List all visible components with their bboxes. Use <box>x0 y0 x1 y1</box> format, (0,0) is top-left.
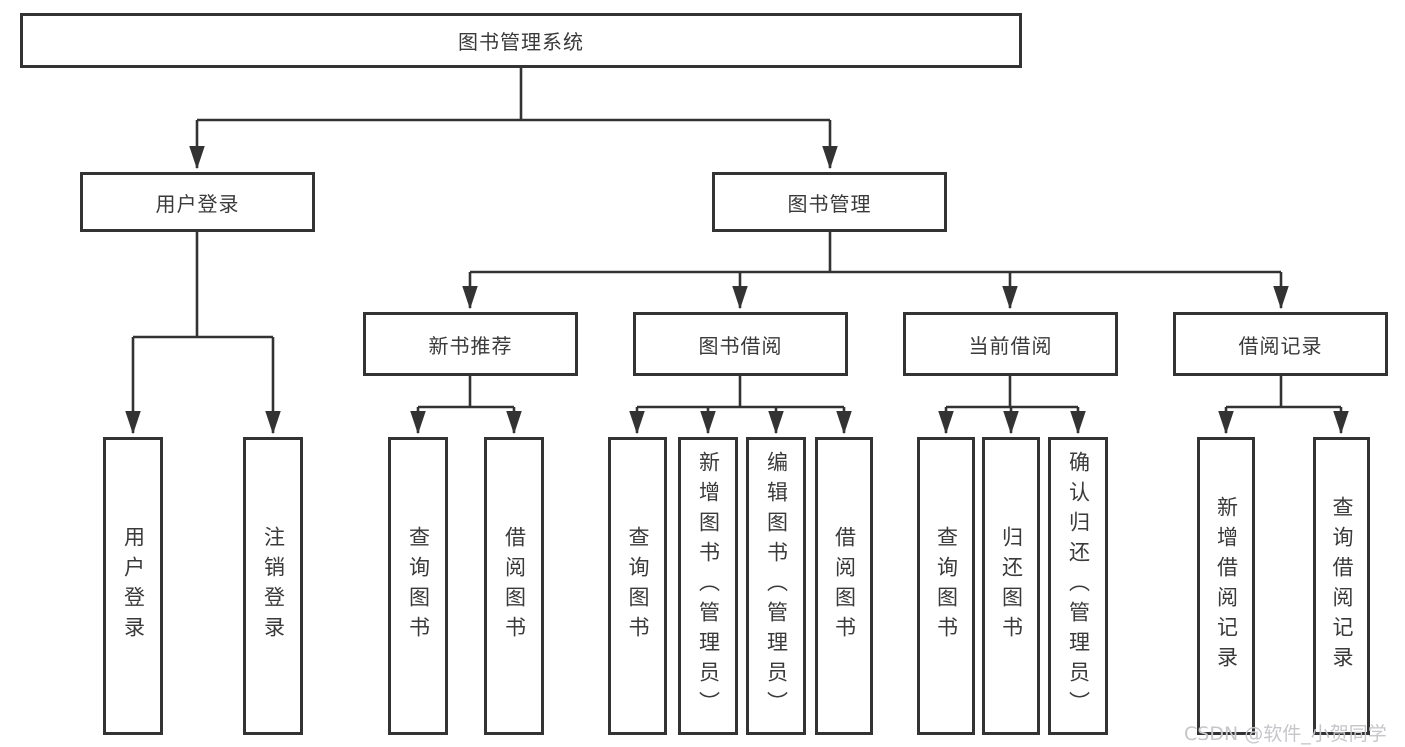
node-new-book-recommend: 新书推荐 <box>363 312 578 376</box>
node-book-management: 图书管理 <box>712 172 947 232</box>
leaf-recommend-borrow-books: 借阅图书 <box>484 437 544 735</box>
leaf-records-add-record: 新增借阅记录 <box>1197 437 1255 735</box>
node-root-library-system: 图书管理系统 <box>20 13 1022 68</box>
leaf-borrow-edit-books-admin: 编辑图书（管理员） <box>746 437 806 735</box>
leaf-records-query-record: 查询借阅记录 <box>1313 437 1370 735</box>
leaf-borrow-add-books-admin: 新增图书（管理员） <box>678 437 738 735</box>
leaf-recommend-query-books: 查询图书 <box>388 437 448 735</box>
node-book-borrow: 图书借阅 <box>633 312 848 376</box>
leaf-current-confirm-return-admin: 确认归还（管理员） <box>1048 437 1108 735</box>
csdn-watermark: CSDN @软件_小贺同学 <box>1184 723 1387 745</box>
leaf-current-return-books: 归还图书 <box>982 437 1040 735</box>
leaf-current-query-books: 查询图书 <box>917 437 975 735</box>
leaf-logout: 注销登录 <box>243 437 303 735</box>
leaf-user-login: 用户登录 <box>103 437 163 735</box>
node-borrow-records: 借阅记录 <box>1173 312 1388 376</box>
leaf-borrow-query-books: 查询图书 <box>608 437 667 735</box>
node-user-login: 用户登录 <box>80 172 315 232</box>
node-current-borrow: 当前借阅 <box>903 312 1118 376</box>
leaf-borrow-borrow-books: 借阅图书 <box>815 437 873 735</box>
